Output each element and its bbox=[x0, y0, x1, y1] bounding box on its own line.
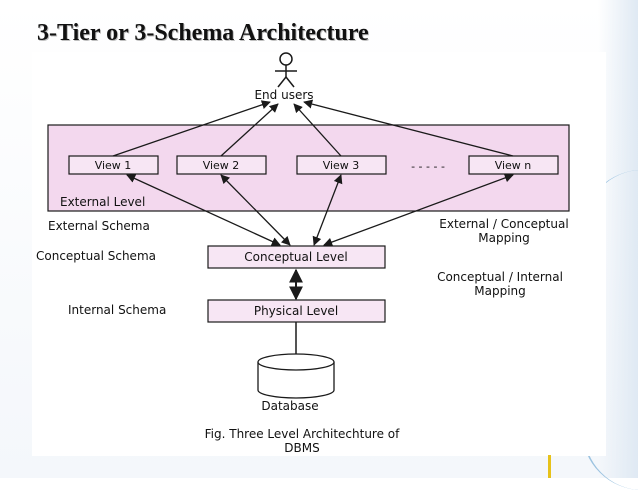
ext-conc-mapping-line2: Mapping bbox=[478, 231, 530, 245]
external-level-label: External Level bbox=[60, 195, 145, 209]
database-icon bbox=[257, 353, 335, 399]
database-label: Database bbox=[261, 399, 318, 413]
figure-caption-line1: Fig. Three Level Architechture of bbox=[205, 427, 401, 441]
conceptual-schema-label: Conceptual Schema bbox=[36, 249, 156, 263]
view-to-users-arrows bbox=[112, 99, 514, 157]
view-box: View 2 bbox=[176, 155, 267, 175]
conceptual-level-label: Conceptual Level bbox=[244, 250, 347, 264]
view-label: View 1 bbox=[95, 159, 132, 172]
internal-schema-label: Internal Schema bbox=[68, 303, 166, 317]
view-box: View n bbox=[468, 155, 559, 175]
user-icon bbox=[275, 52, 297, 88]
view-label: View 3 bbox=[323, 159, 360, 172]
view-box: View 3 bbox=[296, 155, 387, 175]
view-label: View 2 bbox=[203, 159, 240, 172]
architecture-diagram: End users External Level View 1 View 2 V… bbox=[36, 52, 570, 455]
figure-caption-line2: DBMS bbox=[284, 441, 319, 455]
architecture-figure: End users External Level View 1 View 2 V… bbox=[32, 52, 606, 456]
physical-level-label: Physical Level bbox=[254, 304, 338, 318]
end-users-label: End users bbox=[254, 88, 313, 102]
slide-title: 3-Tier or 3-Schema Architecture bbox=[37, 20, 369, 46]
conc-int-mapping-line2: Mapping bbox=[474, 284, 526, 298]
view-label: View n bbox=[495, 159, 532, 172]
slide-accent-bar bbox=[548, 455, 551, 478]
views-ellipsis: - - - - - bbox=[411, 160, 445, 173]
conc-int-mapping-line1: Conceptual / Internal bbox=[437, 270, 563, 284]
ext-conc-mapping-line1: External / Conceptual bbox=[439, 217, 568, 231]
view-box: View 1 bbox=[68, 155, 159, 175]
conceptual-level-box bbox=[207, 245, 386, 269]
external-conceptual-arrows bbox=[126, 173, 514, 247]
external-schema-label: External Schema bbox=[48, 219, 150, 233]
